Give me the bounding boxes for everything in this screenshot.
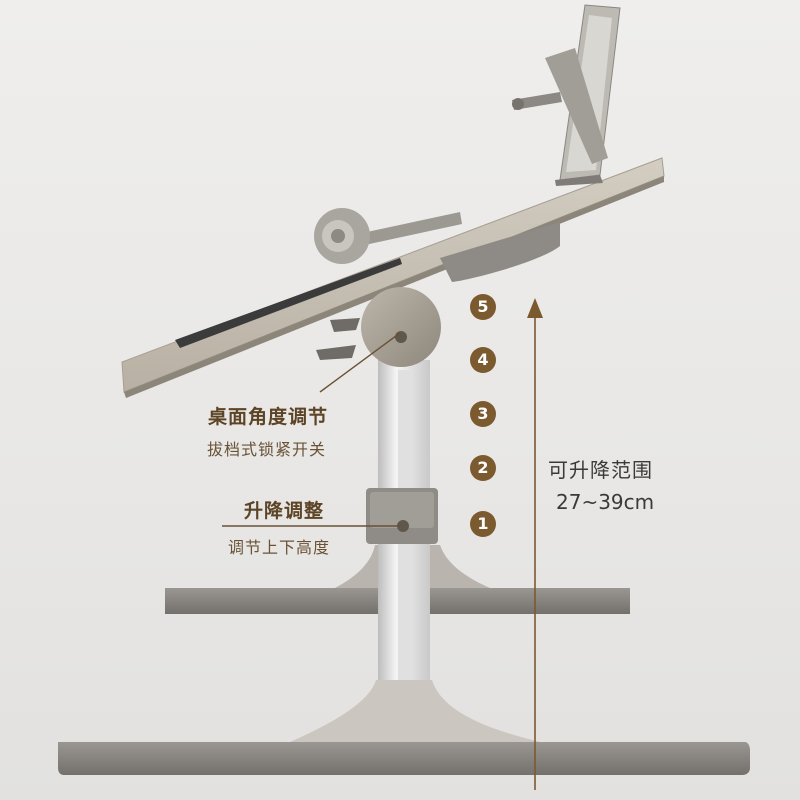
range-label: 可升降范围 xyxy=(548,458,653,482)
height-range-arrow xyxy=(527,298,543,790)
height-level-4: 4 xyxy=(470,347,496,373)
book-stand xyxy=(512,4,621,186)
lift-adjust-title: 升降调整 xyxy=(244,500,325,522)
headphones xyxy=(314,208,462,264)
height-level-1: 1 xyxy=(470,511,496,537)
angle-adjust-subtitle: 拔档式锁紧开关 xyxy=(207,440,327,459)
callout-lines xyxy=(222,332,401,527)
height-level-3: 3 xyxy=(470,401,496,427)
desk-top xyxy=(121,157,665,398)
height-level-5: 5 xyxy=(470,294,496,320)
front-foot xyxy=(58,680,750,775)
lift-column xyxy=(366,360,438,690)
lift-adjust-subtitle: 调节上下高度 xyxy=(228,538,331,557)
angle-adjust-title: 桌面角度调节 xyxy=(208,406,329,428)
range-value: 27~39cm xyxy=(556,490,655,514)
height-level-2: 2 xyxy=(470,455,496,481)
